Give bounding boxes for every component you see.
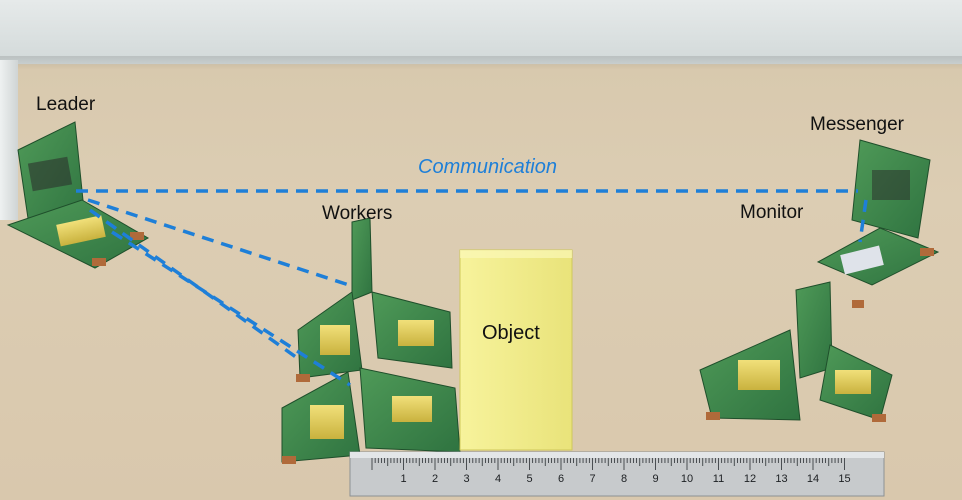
communication-lines xyxy=(76,189,868,387)
workers-label: Workers xyxy=(322,203,393,224)
leader-label: Leader xyxy=(36,94,96,115)
workers-robots xyxy=(281,217,461,464)
object-box xyxy=(459,249,573,451)
ruler-number: 9 xyxy=(652,473,658,485)
ruler-number: 10 xyxy=(681,473,693,485)
ruler-number: 3 xyxy=(463,473,469,485)
messenger-robot xyxy=(816,139,940,308)
monitor-label: Monitor xyxy=(740,202,804,223)
ruler-number: 5 xyxy=(526,473,532,485)
communication-label: Communication xyxy=(418,156,557,178)
left-edge-object xyxy=(0,60,18,220)
ruler-number: 14 xyxy=(807,473,819,485)
ruler-number: 15 xyxy=(838,473,850,485)
ruler-number: 12 xyxy=(744,473,756,485)
monitor-robot xyxy=(699,281,893,422)
ruler-number: 8 xyxy=(621,473,627,485)
ruler-number: 2 xyxy=(432,473,438,485)
ruler-number: 1 xyxy=(400,473,406,485)
floor-edge-shadow xyxy=(0,56,962,70)
object-label: Object xyxy=(482,322,540,344)
ruler-number: 7 xyxy=(589,473,595,485)
ruler-number: 11 xyxy=(713,473,724,485)
ruler-number: 6 xyxy=(558,473,564,485)
background-wall xyxy=(0,0,962,64)
messenger-label: Messenger xyxy=(810,114,904,135)
ruler-number: 13 xyxy=(775,473,787,485)
ruler-number: 4 xyxy=(495,473,501,485)
leader-robot xyxy=(6,121,150,269)
